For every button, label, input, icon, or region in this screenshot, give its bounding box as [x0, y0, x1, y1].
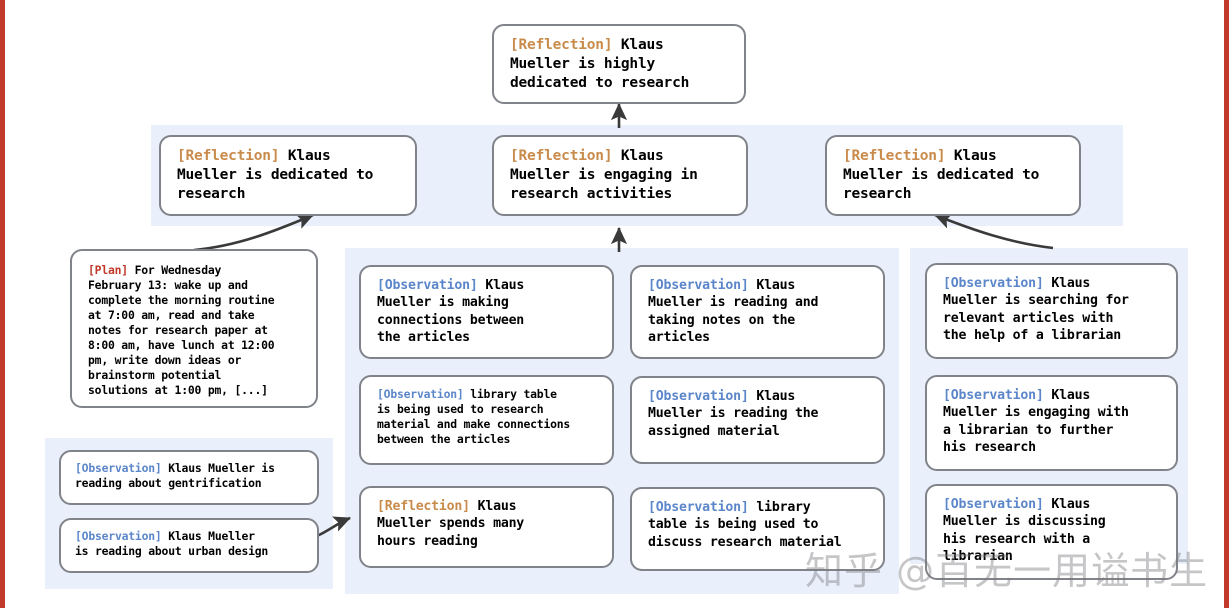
node-observation-gentrification[interactable]: [Observation] Klaus Mueller is reading a… [59, 450, 319, 505]
node-text: Klaus Mueller is searching for relevant … [943, 276, 1129, 344]
node-tag-observation: [Observation] [943, 276, 1044, 291]
node-observation-engaging-librarian[interactable]: [Observation] Klaus Mueller is engaging … [925, 375, 1178, 471]
node-tag-reflection: [Reflection] [177, 148, 280, 164]
node-text: Klaus Mueller is reading and taking note… [648, 278, 819, 346]
node-reflection-left[interactable]: [Reflection] Klaus Mueller is dedicated … [159, 135, 417, 216]
node-tag-observation: [Observation] [648, 278, 749, 293]
node-text: For Wednesday February 13: wake up and c… [88, 263, 275, 398]
node-observation-connections[interactable]: [Observation] Klaus Mueller is making co… [359, 265, 614, 359]
node-observation-reading-notes[interactable]: [Observation] Klaus Mueller is reading a… [630, 265, 885, 359]
node-text: Klaus Mueller is engaging in research ac… [510, 148, 698, 203]
node-reflection-hours-reading[interactable]: [Reflection] Klaus Mueller spends many h… [359, 486, 614, 568]
node-plan[interactable]: [Plan] For Wednesday February 13: wake u… [70, 249, 318, 408]
node-text: Klaus Mueller is reading the assigned ma… [648, 389, 819, 439]
node-text: Klaus Mueller is reading about urban des… [75, 529, 269, 559]
node-tag-reflection: [Reflection] [377, 499, 470, 514]
node-observation-urban-design[interactable]: [Observation] Klaus Mueller is reading a… [59, 518, 319, 573]
node-tag-observation: [Observation] [943, 497, 1044, 512]
node-tag-observation: [Observation] [75, 529, 162, 543]
node-tag-reflection: [Reflection] [843, 148, 946, 164]
node-tag-observation: [Observation] [648, 500, 749, 515]
node-observation-discussing-research[interactable]: [Observation] Klaus Mueller is discussin… [925, 484, 1178, 580]
node-text: Klaus Mueller is dedicated to research [843, 148, 1040, 203]
node-observation-library-table-research[interactable]: [Observation] library table is being use… [359, 375, 614, 465]
node-text: library table is being used to discuss r… [648, 500, 842, 550]
node-tag-observation: [Observation] [648, 389, 749, 404]
node-text: Klaus Mueller is discussing his research… [943, 497, 1106, 565]
node-text: Klaus Mueller is dedicated to research [177, 148, 374, 203]
node-reflection-middle[interactable]: [Reflection] Klaus Mueller is engaging i… [492, 135, 748, 216]
node-text: Klaus Mueller is engaging with a librari… [943, 388, 1129, 456]
node-tag-observation: [Observation] [377, 387, 464, 401]
node-reflection-right[interactable]: [Reflection] Klaus Mueller is dedicated … [825, 135, 1081, 216]
node-tag-plan: [Plan] [88, 263, 128, 277]
node-observation-searching-articles[interactable]: [Observation] Klaus Mueller is searching… [925, 263, 1178, 359]
node-text: Klaus Mueller spends many hours reading [377, 499, 525, 549]
node-root-reflection[interactable]: [Reflection] Klaus Mueller is highly ded… [492, 24, 746, 104]
node-text: Klaus Mueller is reading about gentrific… [75, 461, 275, 491]
node-text: library table is being used to research … [377, 387, 571, 447]
node-tag-reflection: [Reflection] [510, 148, 613, 164]
node-observation-discuss-research-material[interactable]: [Observation] library table is being use… [630, 487, 885, 571]
node-tag-observation: [Observation] [377, 278, 478, 293]
node-text: Klaus Mueller is making connections betw… [377, 278, 525, 346]
node-tag-reflection: [Reflection] [510, 37, 613, 53]
node-tag-observation: [Observation] [943, 388, 1044, 403]
node-tag-observation: [Observation] [75, 461, 162, 475]
node-text: Klaus Mueller is highly dedicated to res… [510, 37, 690, 92]
node-observation-assigned-material[interactable]: [Observation] Klaus Mueller is reading t… [630, 376, 885, 464]
